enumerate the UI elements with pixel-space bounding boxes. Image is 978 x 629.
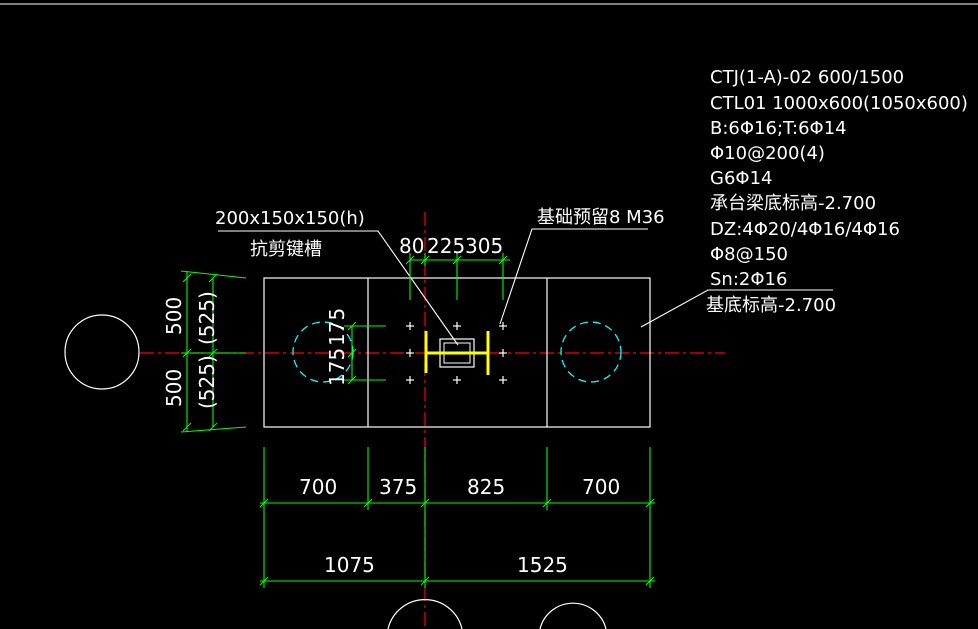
anchor-bolt-4 bbox=[406, 349, 414, 357]
dim-tick-h-1 bbox=[259, 498, 269, 508]
note-line-6: 承台梁底标高-2.700 bbox=[710, 193, 876, 214]
dim-tick-h-8 bbox=[645, 576, 655, 586]
note-line-1: CTJ(1-A)-02 600/1500 bbox=[710, 67, 904, 88]
dim-tick-h-9 bbox=[405, 255, 415, 265]
dim-left-ext-bottom bbox=[180, 426, 247, 433]
note-line-7: DZ:4Φ20/4Φ16/4Φ16 bbox=[710, 219, 900, 240]
dim-tick-h-3 bbox=[420, 498, 430, 508]
dim-tick-h-10 bbox=[420, 255, 430, 265]
dimension-ticks bbox=[182, 255, 655, 586]
dim-tick-h-5 bbox=[645, 498, 655, 508]
anchor-bolt-6 bbox=[406, 376, 414, 384]
dim-text-700-left: 700 bbox=[299, 475, 337, 499]
dim-left-ext-top bbox=[180, 270, 247, 279]
dim-text-175-bottom: 175 bbox=[325, 348, 349, 386]
anchor-bolt-text: 基础预留8 M36 bbox=[537, 207, 665, 228]
dim-tick-v-9 bbox=[347, 375, 357, 385]
dim-tick-v-4 bbox=[208, 273, 218, 283]
dim-text-500-bottom: 500 bbox=[162, 369, 186, 407]
dim-text-80: 80 bbox=[399, 234, 424, 258]
leader-lines bbox=[218, 228, 833, 346]
shear-key-size-text: 200x150x150(h) bbox=[215, 208, 365, 229]
dim-tick-h-6 bbox=[259, 576, 269, 586]
dim-tick-v-8 bbox=[347, 348, 357, 358]
notes-block: CTJ(1-A)-02 600/1500 CTL01 1000x600(1050… bbox=[706, 67, 968, 316]
anchor-bolt-2 bbox=[453, 322, 461, 330]
dim-text-525-bottom: (525) bbox=[195, 355, 219, 409]
embedded-plate-assembly[interactable] bbox=[424, 331, 490, 375]
dim-tick-v-7 bbox=[347, 321, 357, 331]
dim-tick-v-3 bbox=[182, 422, 192, 432]
note-line-9: Sn:2Φ16 bbox=[710, 269, 787, 290]
dim-tick-h-11 bbox=[452, 255, 462, 265]
anchor-bolt-5 bbox=[499, 349, 507, 357]
dim-text-700-right: 700 bbox=[582, 475, 620, 499]
dim-text-1075: 1075 bbox=[324, 553, 375, 577]
dim-tick-h-2 bbox=[363, 498, 373, 508]
dim-tick-v-5 bbox=[208, 348, 218, 358]
dim-tick-v-2 bbox=[182, 348, 192, 358]
note-line-5: G6Φ14 bbox=[710, 168, 772, 189]
anchor-bolts bbox=[406, 322, 507, 384]
callout-texts: 200x150x150(h) 抗剪键槽 基础预留8 M36 bbox=[215, 207, 665, 260]
dim-tick-h-4 bbox=[542, 498, 552, 508]
dim-tick-h-12 bbox=[498, 255, 508, 265]
dim-text-1525: 1525 bbox=[517, 553, 568, 577]
bottom-axis-bubble-right bbox=[539, 602, 607, 629]
dim-tick-v-1 bbox=[182, 273, 192, 283]
shear-key-leader bbox=[218, 230, 459, 346]
anchor-bolt-7 bbox=[453, 376, 461, 384]
dimension-texts: 80 225 305 500 500 (525) (525) 175 175 7… bbox=[162, 234, 620, 577]
note-line-4: Φ10@200(4) bbox=[710, 143, 825, 164]
dim-tick-h-7 bbox=[420, 576, 430, 586]
dim-text-500-top: 500 bbox=[162, 297, 186, 335]
anchor-bolt-leader bbox=[499, 228, 648, 325]
dim-text-305: 305 bbox=[465, 234, 503, 258]
anchor-bolt-8 bbox=[499, 376, 507, 384]
note-line-10: 基底标高-2.700 bbox=[706, 295, 836, 316]
note-line-3: B:6Φ16;T:6Φ14 bbox=[710, 118, 847, 139]
dim-text-525-top: (525) bbox=[195, 291, 219, 345]
note-line-2: CTL01 1000x600(1050x600) bbox=[710, 93, 968, 114]
dim-text-375: 375 bbox=[379, 475, 417, 499]
dimension-lines bbox=[180, 253, 655, 588]
centerlines bbox=[140, 212, 725, 629]
dim-text-825: 825 bbox=[467, 475, 505, 499]
anchor-bolt-3 bbox=[499, 322, 507, 330]
anchor-bolt-1 bbox=[406, 322, 414, 330]
dim-tick-v-6 bbox=[208, 422, 218, 432]
dim-text-175-top: 175 bbox=[325, 308, 349, 346]
base-elevation-leader bbox=[640, 289, 833, 328]
shear-key-label-text: 抗剪键槽 bbox=[250, 239, 322, 260]
note-line-8: Φ8@150 bbox=[710, 244, 788, 265]
pile-right[interactable] bbox=[560, 321, 622, 383]
dim-text-225: 225 bbox=[427, 234, 465, 258]
left-column-circle[interactable] bbox=[64, 314, 140, 390]
bottom-axis-bubble-left bbox=[387, 599, 463, 629]
